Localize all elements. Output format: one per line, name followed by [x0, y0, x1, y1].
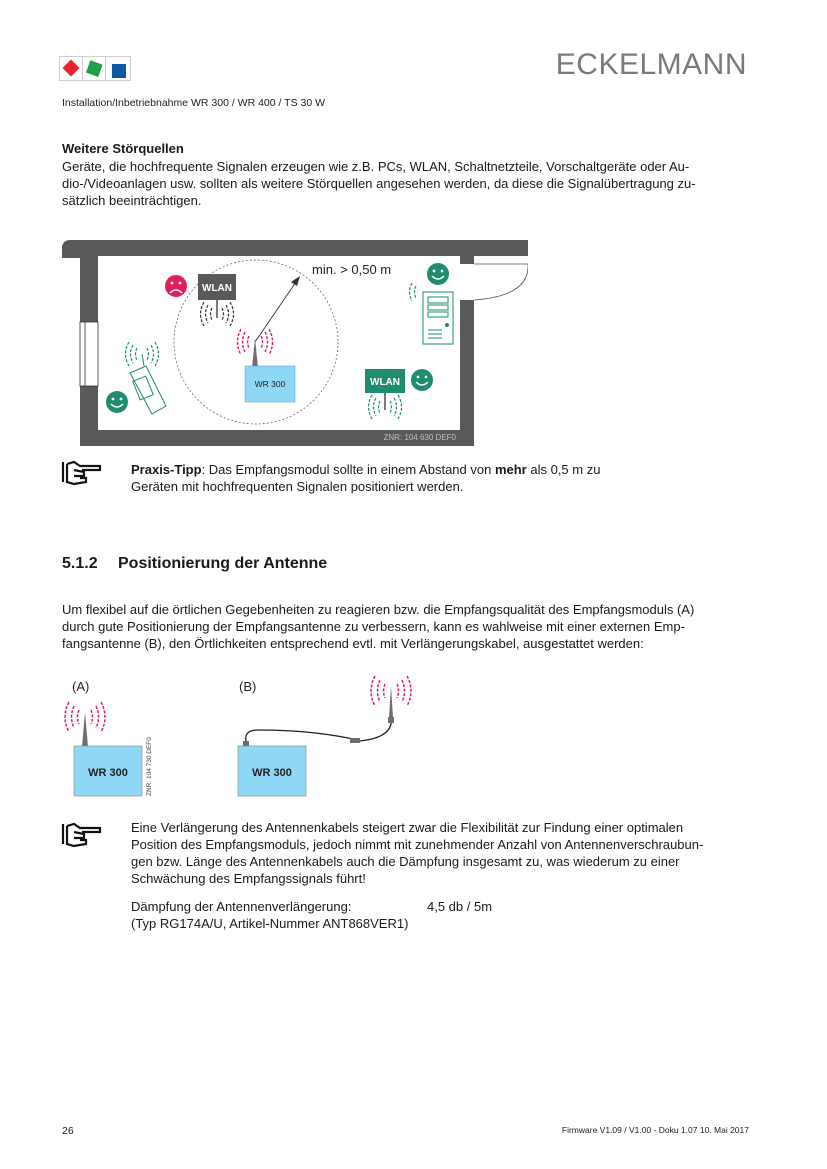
signal-waves-icon — [367, 394, 403, 420]
pointing-hand-icon — [61, 460, 102, 486]
brand-name: ECKELMANN — [555, 48, 747, 81]
signal-waves-icon — [64, 701, 106, 733]
paragraph-line: sätzlich beeinträchtigen. — [62, 193, 202, 208]
happy-face-icon — [106, 391, 128, 413]
distance-arrow — [254, 281, 297, 343]
external-antenna-base — [388, 717, 394, 723]
signal-waves-icon — [370, 675, 412, 707]
logo-blue-square — [106, 57, 129, 80]
damping-value: 4,5 db / 5m — [427, 899, 493, 914]
logo-blue-shape — [112, 64, 126, 78]
wlan-router-ok — [365, 369, 405, 393]
tip-label: Praxis-Tipp — [131, 462, 202, 477]
company-logo — [59, 56, 131, 81]
antenna-connector — [243, 741, 249, 746]
room-interference-diagram: ZNR: 104 630 DEF0 min. > 0,50 m WR 300 W… — [62, 240, 528, 446]
drawing-number: ZNR: 104 630 DEF0 — [384, 433, 457, 442]
option-b-label: (B) — [239, 679, 256, 694]
tip-line-1: Praxis-Tipp: Das Empfangsmodul sollte in… — [131, 461, 691, 478]
happy-face-icon — [427, 263, 449, 285]
footer-version-info: Firmware V1.09 / V1.00 - Doku 1.07 10. M… — [561, 1125, 749, 1135]
page-number: 26 — [62, 1125, 74, 1137]
paragraph-line: fangsantenne (B), den Örtlichkeiten ents… — [62, 636, 644, 651]
note-line: Eine Verlängerung des Antennenkabels ste… — [131, 820, 684, 835]
wr300-label-a: WR 300 — [88, 767, 128, 779]
damping-spec: Dämpfung der Antennenverlängerung: 4,5 d… — [131, 898, 691, 932]
signal-waves-icon — [408, 282, 417, 302]
note-line: gen bzw. Länge des Antennenkabels auch d… — [131, 854, 680, 869]
paragraph-line: Geräte, die hochfrequente Signalen erzeu… — [62, 159, 690, 174]
option-a-label: (A) — [72, 679, 89, 694]
antenna-options-diagram: (A) (B) WR 300 ZNR: 104 730 DEF0 WR 300 — [64, 675, 412, 797]
room-walls — [62, 240, 528, 446]
sad-face-icon — [165, 275, 187, 297]
note-line: Position des Empfangsmoduls, jedoch nimm… — [131, 837, 704, 852]
section-title: Positionierung der Antenne — [118, 555, 328, 572]
wr300-label-b: WR 300 — [252, 767, 292, 779]
logo-green-square — [83, 57, 106, 80]
happy-face-icon — [411, 369, 433, 391]
left-wall-upper — [80, 256, 98, 322]
tip-text: als 0,5 m zu — [526, 462, 601, 477]
damping-note: (Typ RG174A/U, Artikel-Nummer ANT868VER1… — [131, 916, 409, 931]
door — [473, 263, 528, 301]
note-line: Schwächung des Empfangssignals führt! — [131, 871, 366, 886]
logo-red-square — [60, 57, 83, 80]
damping-row: Dämpfung der Antennenverlängerung: 4,5 d… — [131, 898, 691, 915]
wlan-router-interfering — [198, 274, 236, 300]
section-number: 5.1.2 — [62, 555, 98, 572]
subsection-heading: Weitere Störquellen — [62, 141, 184, 156]
signal-waves-icon — [236, 328, 274, 356]
signal-waves-icon — [124, 341, 160, 367]
external-antenna — [389, 686, 393, 718]
paragraph-line: dio-/Videoanlagen usw. sollten als weite… — [62, 176, 696, 191]
signal-waves-icon — [199, 301, 235, 327]
window — [79, 321, 99, 387]
pointing-hand-icon — [61, 822, 102, 848]
wr300-device-b — [237, 745, 307, 797]
right-wall-top — [460, 256, 474, 264]
min-distance-circle — [173, 259, 339, 425]
praxis-tip: Praxis-Tipp: Das Empfangsmodul sollte in… — [131, 461, 691, 495]
tip-emphasis: mehr — [494, 462, 527, 477]
cable-coupler — [350, 738, 360, 743]
wlan-bad-label: WLAN — [202, 283, 232, 294]
arrow-head-icon — [291, 276, 300, 286]
internal-antenna — [82, 712, 88, 747]
extension-note: Eine Verlängerung des Antennenkabels ste… — [131, 819, 746, 887]
paragraph-line: durch gute Positionierung der Empfangsan… — [62, 619, 685, 634]
mobile-phone-icon — [129, 353, 167, 415]
wr300-label: WR 300 — [255, 379, 286, 389]
damping-label: Dämpfung der Antennenverlängerung: — [131, 899, 352, 914]
top-wall — [62, 240, 528, 258]
bottom-wall — [80, 430, 470, 446]
logo-green-shape — [85, 60, 103, 77]
stoerquellen-paragraph: Geräte, die hochfrequente Signalen erzeu… — [62, 158, 742, 209]
logo-red-diamond — [62, 59, 80, 77]
tip-text: : Das Empfangsmodul sollte in einem Abst… — [201, 462, 495, 477]
paragraph-line: Um flexibel auf die örtlichen Gegebenhei… — [62, 602, 695, 617]
right-wall — [460, 300, 474, 446]
section-heading: 5.1.2 Positionierung der Antenne — [62, 555, 327, 573]
wr300-device — [244, 365, 296, 403]
drawing-number: ZNR: 104 730 DEF0 — [146, 737, 153, 796]
document-subtitle: Installation/Inbetriebnahme WR 300 / WR … — [62, 97, 326, 109]
extension-cable — [359, 722, 392, 742]
antenne-paragraph: Um flexibel auf die örtlichen Gegebenhei… — [62, 601, 752, 652]
device-antenna — [252, 338, 258, 368]
distance-label: min. > 0,50 m — [312, 262, 391, 277]
tip-line-2: Geräten mit hochfrequenten Signalen posi… — [131, 479, 464, 494]
pc-tower-icon — [422, 291, 454, 345]
wr300-device-a — [73, 745, 143, 797]
wlan-good-label: WLAN — [370, 377, 400, 388]
extension-cable — [245, 729, 359, 742]
